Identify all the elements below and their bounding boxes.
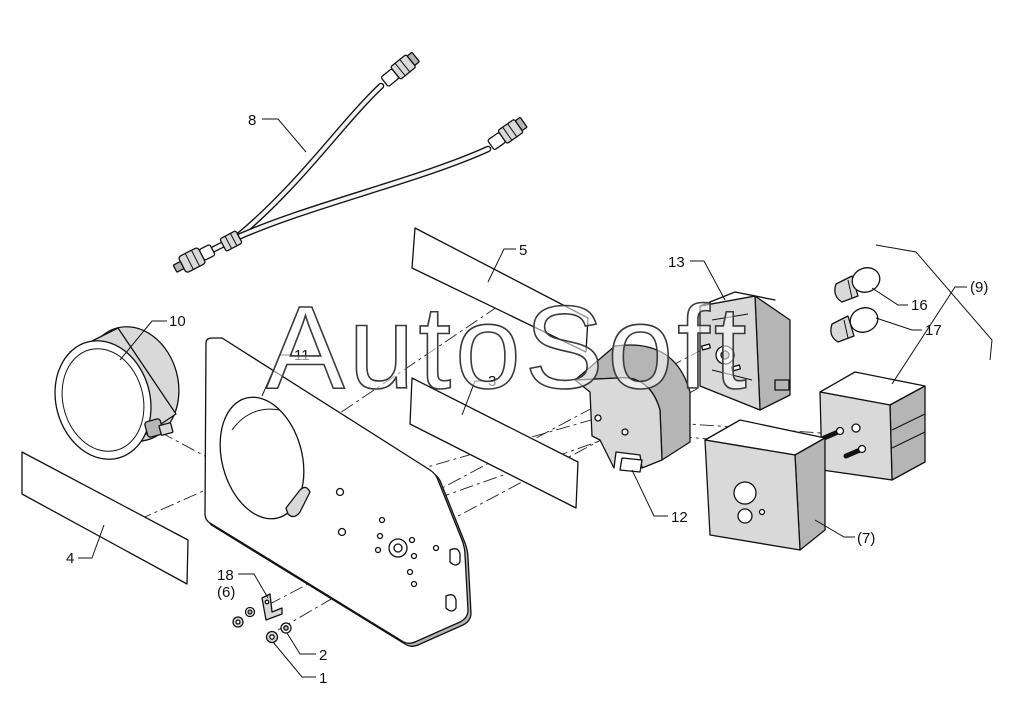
callout-12: 12	[671, 509, 688, 526]
bracket	[574, 344, 691, 473]
callout-1: 1	[319, 670, 327, 687]
cable-connector-right	[487, 117, 528, 150]
callout-6: (6)	[217, 584, 235, 601]
washer-right	[280, 622, 292, 634]
bulb-17	[830, 307, 879, 343]
callout-16: 16	[911, 297, 928, 314]
callout-3: 3	[488, 373, 496, 390]
cover-hole-small	[737, 508, 753, 524]
cover	[704, 419, 826, 551]
cable-connector-end	[172, 244, 216, 273]
callout-8: 8	[248, 112, 256, 129]
small-bracket	[261, 593, 283, 621]
callout-10: 10	[169, 313, 186, 330]
callout-13: 13	[668, 254, 685, 271]
callout-labels: 8 5 13 (9) 16 17 10 11 3 12 (7) 4 18 (6)…	[66, 112, 988, 687]
callout-11: 11	[294, 347, 310, 364]
cable-connector-top	[380, 51, 420, 87]
watermark: AutoSoft	[266, 282, 751, 414]
sticker-4	[21, 451, 189, 585]
callout-7: (7)	[857, 530, 875, 547]
cover-hole-large	[733, 481, 757, 505]
plate-bottom-slot-2	[445, 594, 457, 612]
housing-stud-1	[821, 426, 845, 441]
sticker-5	[411, 227, 589, 353]
lamp-opening	[219, 396, 305, 520]
housing-stud-2	[843, 444, 867, 459]
bulb-16	[834, 267, 881, 303]
callout-18: 18	[217, 567, 234, 584]
nut-right	[265, 630, 279, 644]
lamp-connector	[144, 418, 174, 438]
mounting-plate	[204, 337, 472, 647]
callout-5: 5	[519, 242, 527, 259]
callout-4: 4	[66, 550, 74, 567]
control-unit	[699, 291, 791, 411]
leader-lines	[78, 118, 993, 678]
washer-left	[244, 606, 256, 618]
sticker-3	[409, 377, 579, 509]
housing	[819, 371, 926, 481]
y-cable	[172, 51, 528, 273]
nut-left	[232, 616, 244, 628]
callout-2: 2	[319, 647, 327, 664]
cable-junction-sleeve	[219, 230, 243, 252]
plate-slot	[285, 486, 311, 518]
round-lamp	[54, 326, 180, 460]
callout-9: (9)	[970, 279, 988, 296]
plate-bottom-slot-1	[449, 548, 461, 566]
callout-17: 17	[925, 322, 942, 339]
